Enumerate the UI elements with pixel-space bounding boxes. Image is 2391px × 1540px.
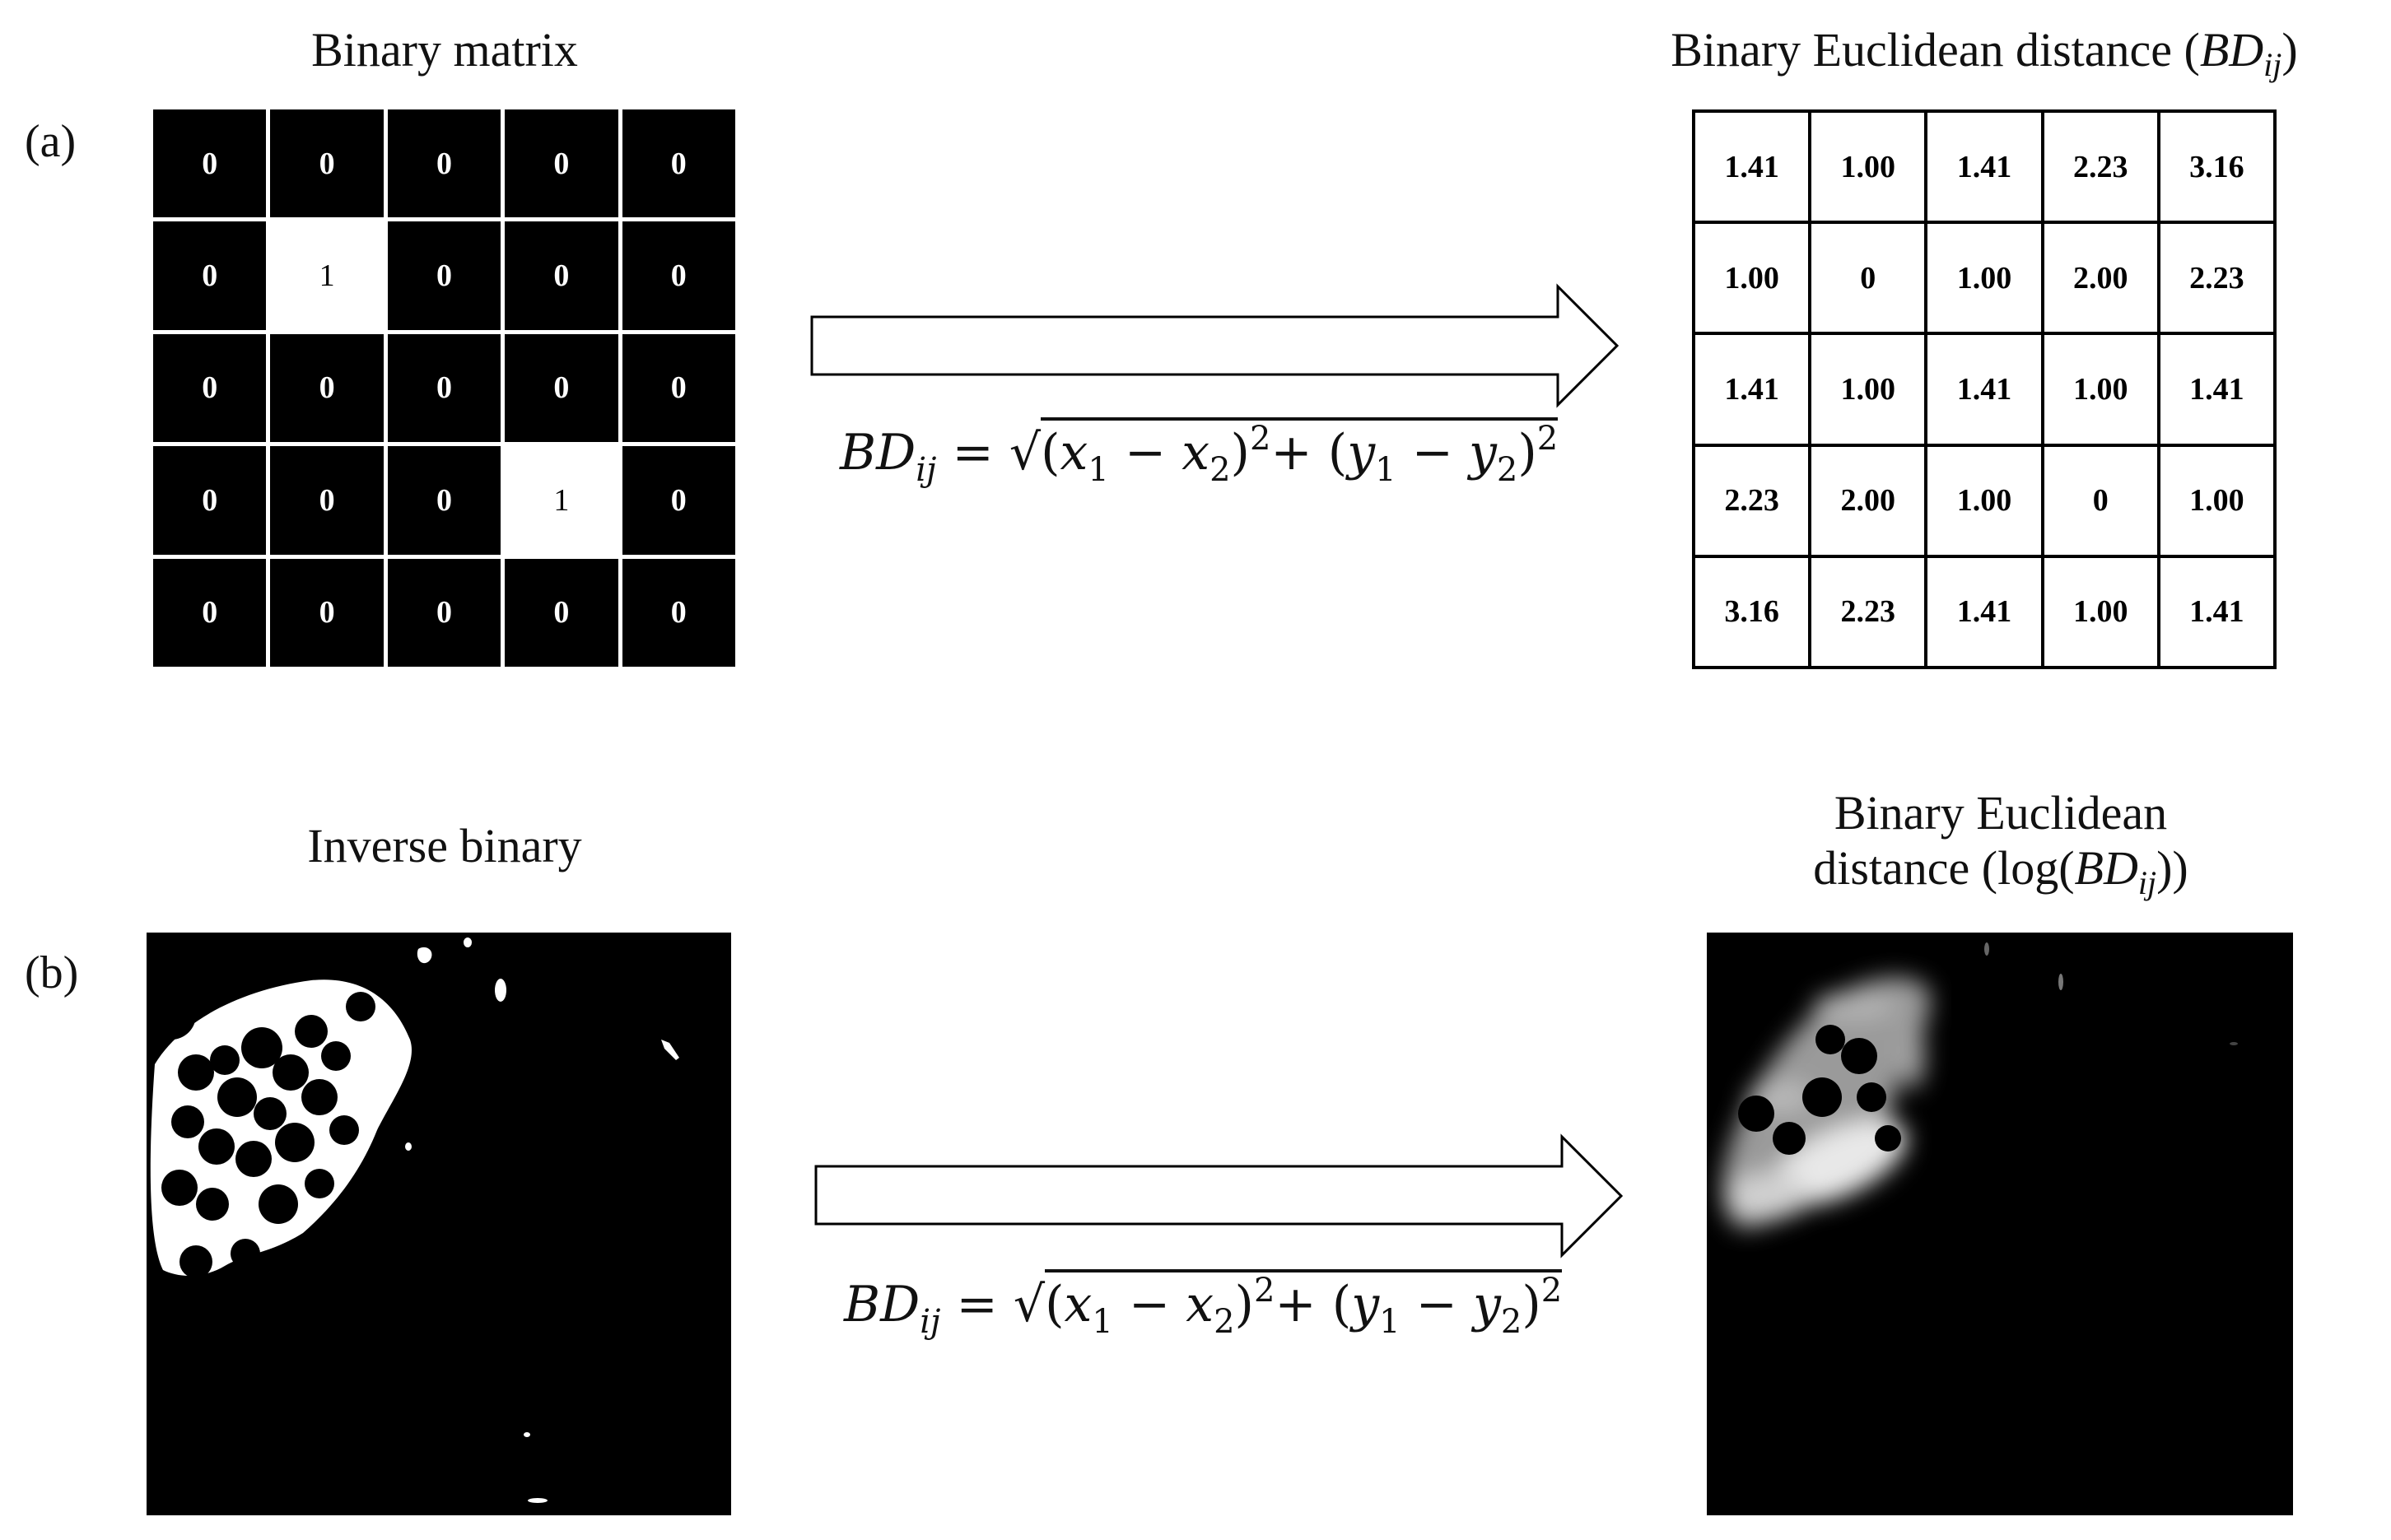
binary-cell: 0 [622, 558, 735, 667]
distance-cell: 1.00 [2160, 446, 2273, 555]
binary-cell: 0 [505, 109, 618, 218]
distance-cell: 2.23 [1811, 557, 1925, 666]
distance-cell: 1.00 [1927, 224, 2041, 333]
distance-cell: 3.16 [1695, 557, 1809, 666]
distance-cell: 3.16 [2160, 113, 2273, 221]
binary-cell: 0 [387, 333, 501, 443]
binary-cell: 0 [270, 558, 384, 667]
distance-cell: 1.00 [2044, 335, 2157, 444]
formula-b: BDij = √(x1 − x2)2+ (y1 − y2)2 [844, 1269, 1563, 1341]
panel-b-label: (b) [25, 947, 79, 998]
panel-a-label: (a) [25, 116, 77, 167]
binary-cell: 0 [622, 221, 735, 330]
distance-cell: 1.41 [1695, 335, 1809, 444]
inverse-binary-title: Inverse binary [307, 819, 582, 872]
arrow-b-icon [814, 1133, 1624, 1259]
distance-cell: 2.00 [1811, 446, 1925, 555]
binary-cell: 0 [387, 558, 501, 667]
arrow-a-icon [810, 283, 1620, 408]
binary-cell: 0 [153, 446, 267, 555]
binary-cell: 0 [153, 558, 267, 667]
binary-cell: 0 [270, 446, 384, 555]
binary-cell: 0 [153, 221, 267, 330]
distance-cell: 2.00 [2044, 224, 2157, 333]
binary-cell: 0 [387, 221, 501, 330]
binary-cell: 0 [505, 333, 618, 443]
distance-cell: 1.00 [1811, 113, 1925, 221]
binary-cell: 0 [387, 109, 501, 218]
binary-cell: 1 [270, 221, 384, 330]
binary-cell: 0 [153, 333, 267, 443]
binary-cell: 0 [387, 446, 501, 555]
distance-cell: 1.41 [1927, 113, 2041, 221]
binary-cell: 1 [505, 446, 618, 555]
distance-cell: 1.41 [1927, 335, 2041, 444]
binary-cell: 0 [153, 109, 267, 218]
distance-cell: 1.41 [2160, 557, 2273, 666]
distance-cell: 1.00 [1695, 224, 1809, 333]
distance-matrix-title: Binary Euclidean distance (BDij) [1671, 23, 2298, 83]
binary-cell: 0 [622, 446, 735, 555]
binary-cell: 0 [270, 333, 384, 443]
distance-cell: 1.41 [1695, 113, 1809, 221]
formula-a: BDij = √(x1 − x2)2+ (y1 − y2)2 [840, 417, 1559, 489]
binary-matrix-title: Binary matrix [311, 23, 578, 77]
binary-cell: 0 [270, 109, 384, 218]
distance-cell: 0 [2044, 446, 2157, 555]
log-distance-title: Binary Euclidean distance (log(BDij)) [1813, 786, 2188, 901]
distance-cell: 1.00 [1811, 335, 1925, 444]
binary-cell: 0 [505, 558, 618, 667]
distance-cell: 1.00 [1927, 446, 2041, 555]
distance-cell: 2.23 [2160, 224, 2273, 333]
distance-cell: 1.41 [2160, 335, 2273, 444]
distance-cell: 0 [1811, 224, 1925, 333]
distance-cell: 1.00 [2044, 557, 2157, 666]
distance-cell: 2.23 [2044, 113, 2157, 221]
log-distance-image [1707, 933, 2293, 1515]
inverse-binary-image [147, 933, 731, 1515]
binary-cell: 0 [622, 333, 735, 443]
distance-cell: 1.41 [1927, 557, 2041, 666]
distance-cell: 2.23 [1695, 446, 1809, 555]
binary-cell: 0 [622, 109, 735, 218]
binary-cell: 0 [505, 221, 618, 330]
